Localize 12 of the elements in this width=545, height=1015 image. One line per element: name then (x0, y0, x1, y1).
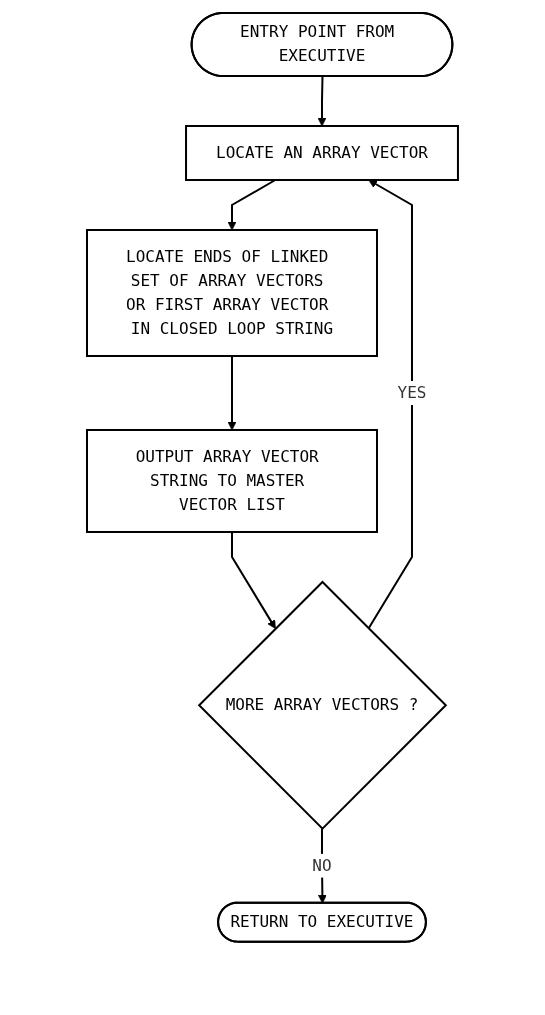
arrow (367, 179, 413, 630)
node-box: OUTPUT ARRAY VECTOR STRING TO MASTER VECTOR LIST (86, 429, 378, 533)
arrow (318, 827, 327, 904)
arrow (231, 531, 276, 629)
arrow (317, 75, 327, 127)
edge-label: YES (397, 382, 427, 402)
arrow (227, 355, 237, 431)
arrow (227, 179, 277, 231)
node-box: LOCATE AN ARRAY VECTOR (185, 125, 459, 181)
node-box: LOCATE ENDS OF LINKED SET OF ARRAY VECTORS OR FIRST ARRAY VECTOR IN CLOSED LOOP STRING (86, 229, 378, 357)
edge-label: NO (312, 855, 332, 875)
node-diamond: MORE ARRAY VECTORS ? (197, 580, 448, 831)
